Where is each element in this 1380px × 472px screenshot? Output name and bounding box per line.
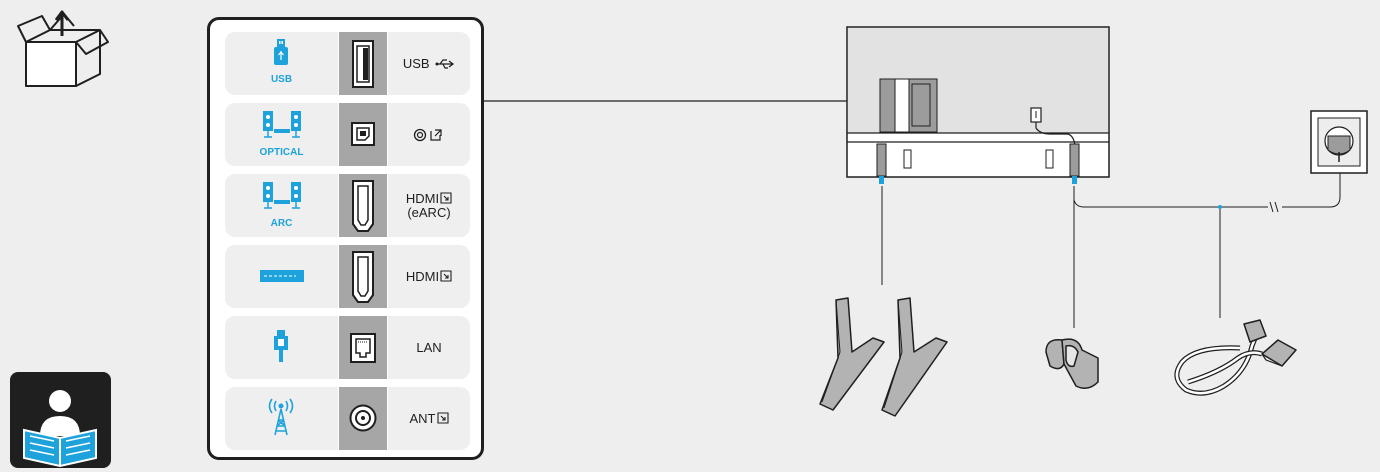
port-label-cell: HDMI: [388, 245, 470, 308]
port-label: LAN: [416, 339, 442, 355]
lan-plug-icon: [274, 330, 288, 362]
device-cell: [225, 316, 338, 379]
port-label: ANT: [409, 410, 449, 426]
speakers-icon: [263, 182, 301, 209]
port-label-text: HDMI: [405, 268, 440, 284]
port-label-cell: ANT: [388, 387, 470, 450]
port-label-line-2: (eARC): [407, 204, 451, 220]
port-label: HDMI (eARC): [405, 190, 452, 220]
power-cord-icon: [1174, 319, 1297, 396]
port-label-cell: LAN: [388, 316, 470, 379]
input-symbol-icon: [440, 191, 452, 204]
tv-back-icon: [846, 26, 1110, 184]
port-cell: [339, 387, 387, 450]
connection-panel: USB USB: [207, 17, 484, 460]
device-label: OPTICAL: [259, 147, 304, 158]
port-label-cell: USB: [388, 32, 470, 95]
wall-socket-icon: [1310, 110, 1368, 174]
usb-port-icon: [352, 40, 374, 88]
input-symbol-icon: [436, 411, 449, 424]
read-manual-icon: [10, 372, 111, 468]
antenna-tower-icon: [268, 398, 294, 436]
port-cell: [339, 174, 387, 237]
port-row-optical: OPTICAL: [225, 103, 470, 166]
stand-legs-icon: [819, 297, 948, 417]
optical-port-icon: [351, 122, 375, 146]
port-cell: [339, 245, 387, 308]
device-cell: [225, 245, 338, 308]
optical-symbol-icon: [413, 128, 442, 141]
port-label-cell: HDMI (eARC): [388, 174, 470, 237]
port-cell: [339, 103, 387, 166]
cord-path-end: [1282, 162, 1341, 208]
port-label-text: ANT: [409, 410, 436, 426]
port-label-text: HDMI: [405, 190, 440, 206]
device-cell: [225, 387, 338, 450]
cord-path: [1073, 186, 1268, 208]
port-cell: [339, 316, 387, 379]
device-label: ARC: [270, 218, 293, 229]
device-cell: OPTICAL: [225, 103, 338, 166]
port-label-text: USB: [402, 55, 430, 71]
device-cell: ARC: [225, 174, 338, 237]
port-label: HDMI: [405, 268, 452, 284]
usb-symbol-icon: [435, 59, 455, 69]
cable-clip-icon: [1045, 338, 1099, 389]
set-top-box-icon: [260, 270, 304, 282]
cord-marker: [1218, 205, 1222, 209]
break-mark: [1269, 201, 1279, 213]
lan-port-icon: [350, 333, 376, 363]
device-label: USB: [270, 74, 293, 85]
port-row-usb: USB USB: [225, 32, 470, 95]
hdmi-port-icon: [352, 251, 374, 303]
port-cell: [339, 32, 387, 95]
port-label: USB: [402, 55, 455, 71]
antenna-port-icon: [349, 404, 377, 432]
port-row-ant: ANT: [225, 387, 470, 450]
port-row-arc: ARC HDMI (eARC): [225, 174, 470, 237]
port-row-hdmi: HDMI: [225, 245, 470, 308]
input-symbol-icon: [440, 269, 452, 282]
usb-stick-icon: [274, 39, 288, 65]
hdmi-port-icon: [352, 180, 374, 232]
speakers-icon: [263, 111, 301, 138]
device-cell: USB: [225, 32, 338, 95]
unbox-icon: [17, 10, 109, 87]
port-label-line-1: HDMI: [405, 190, 452, 206]
port-label-cell: [388, 103, 470, 166]
port-row-lan: LAN: [225, 316, 470, 379]
